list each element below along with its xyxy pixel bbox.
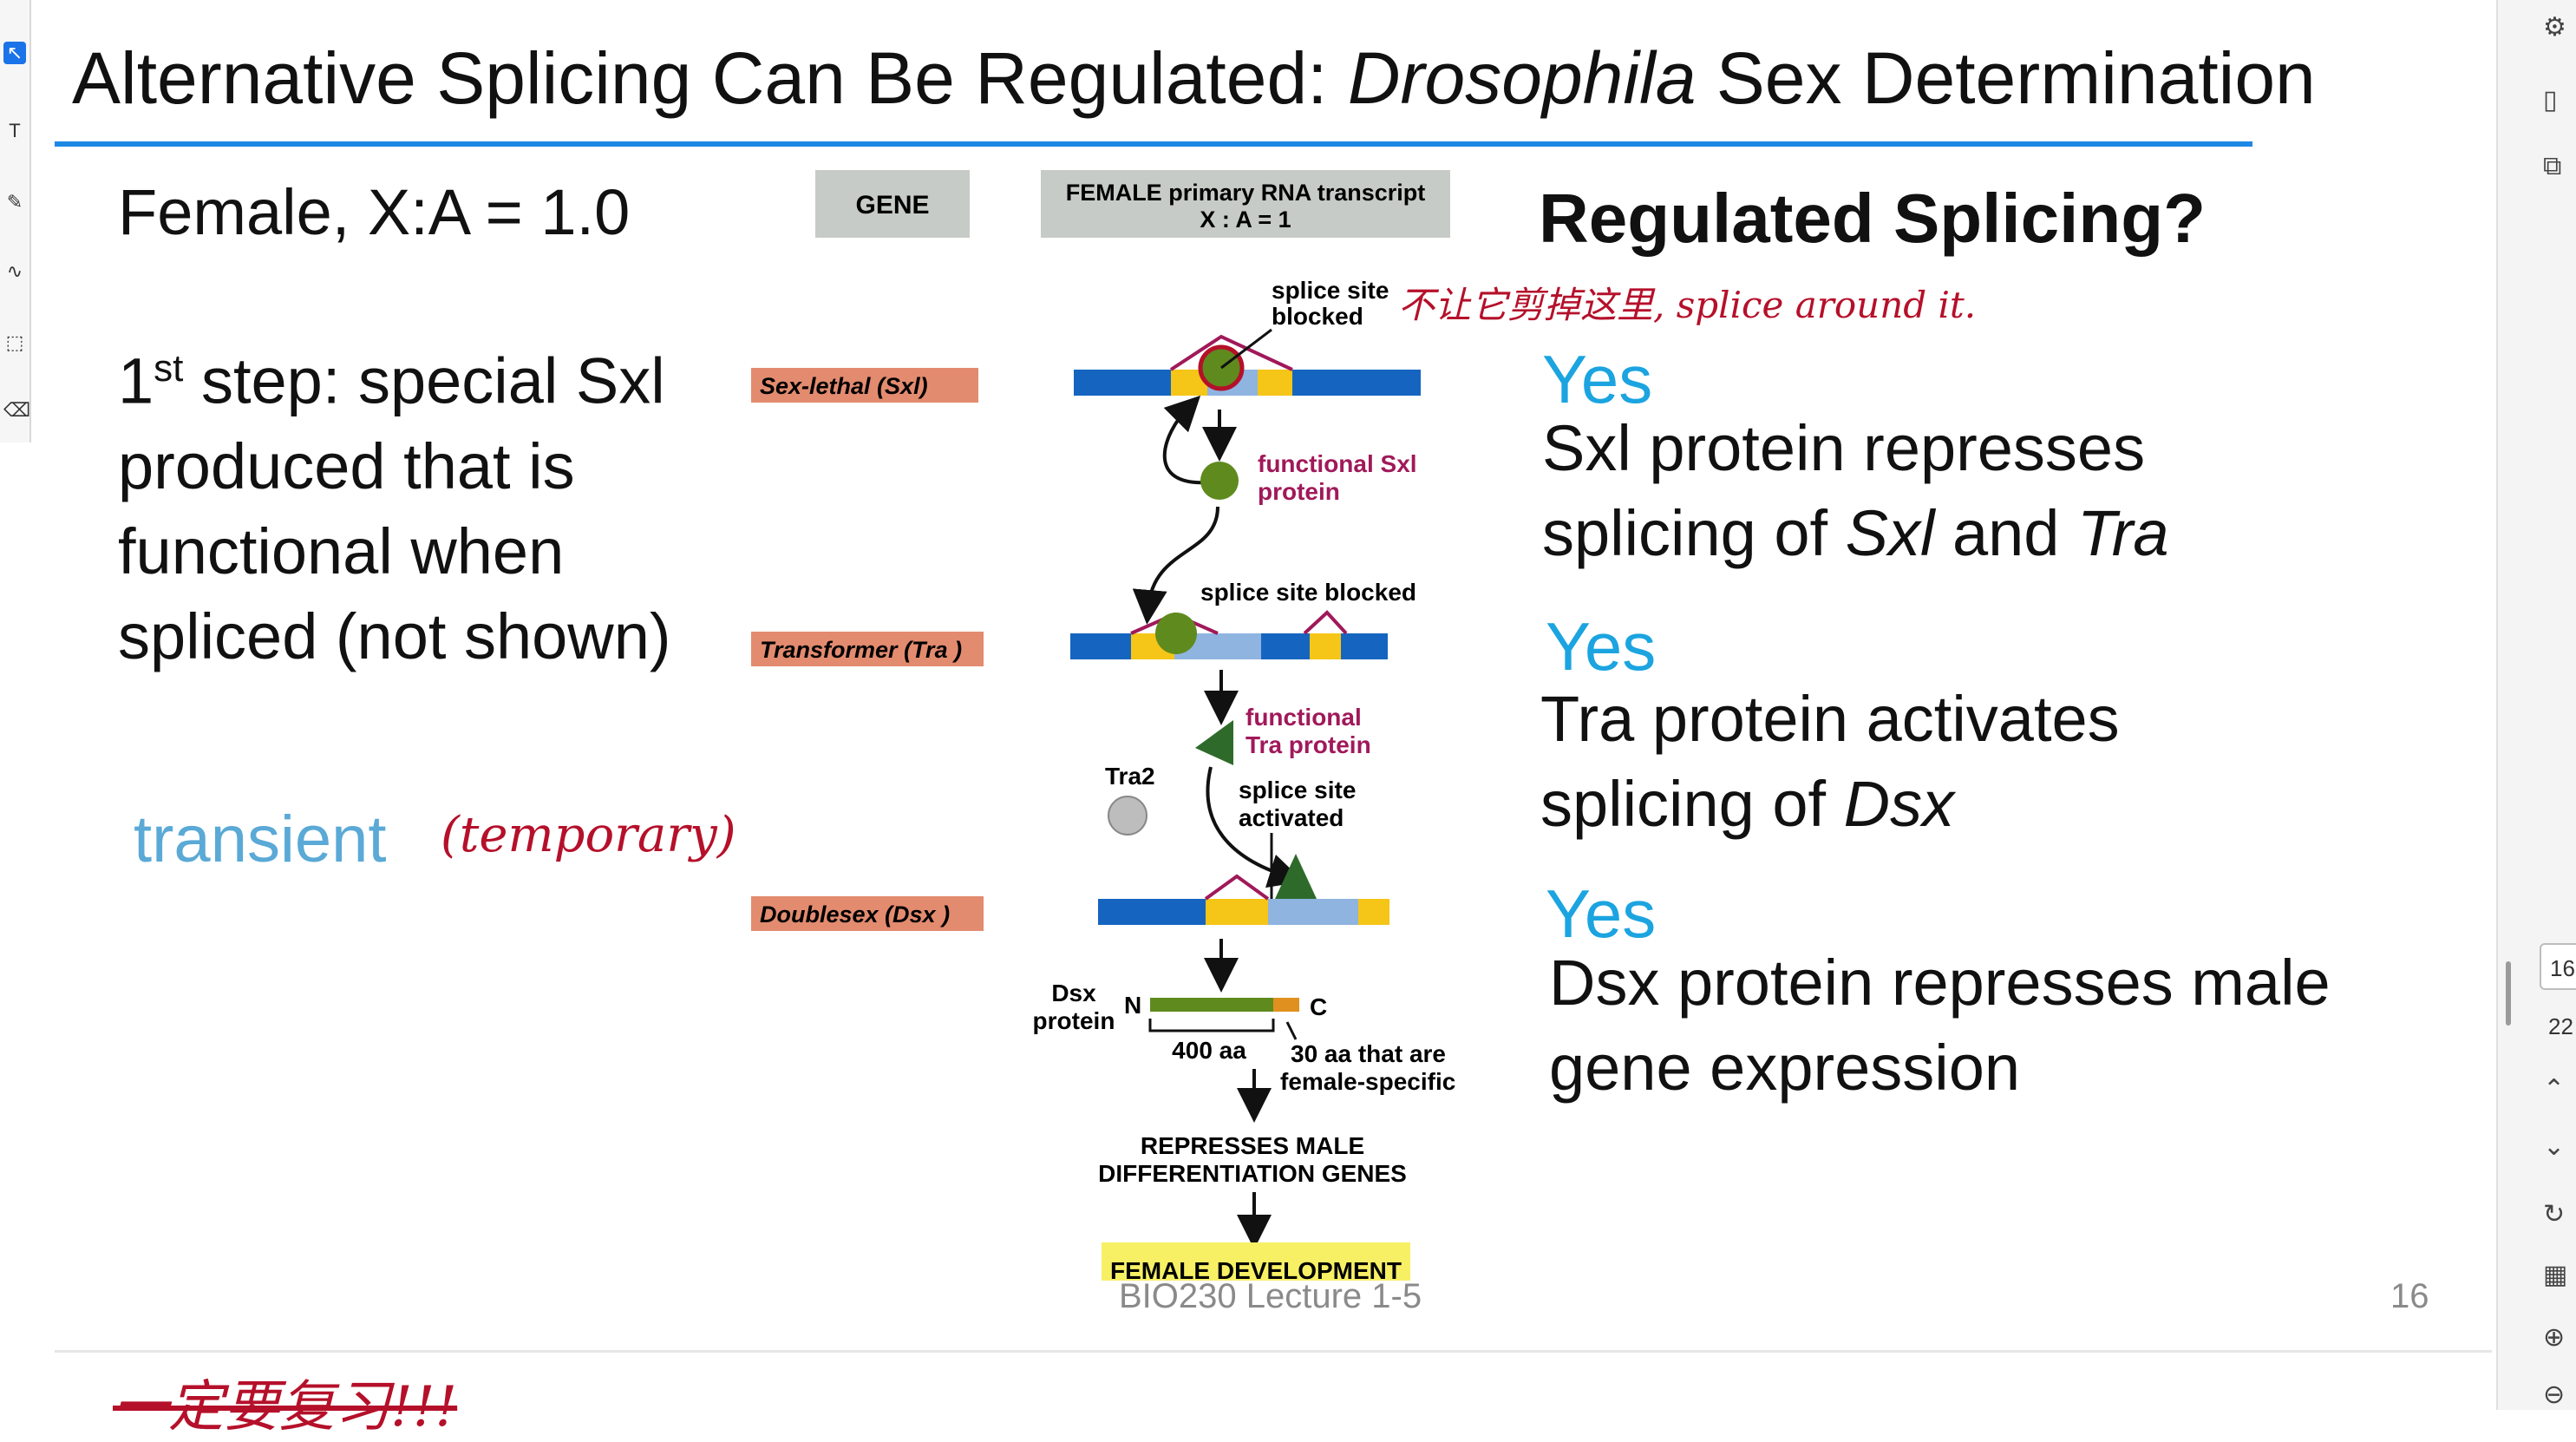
dsx-protein-female-region	[1273, 998, 1299, 1012]
handwritten-splice-note: 不让它剪掉这里, splice around it.	[1398, 276, 1976, 329]
sxl-represses-line2: splicing of Sxl and Tra	[1542, 491, 2169, 576]
copy-icon[interactable]: ⧉	[2543, 151, 2574, 182]
transcript-header-line2: X : A = 1	[1200, 206, 1291, 233]
tra-transcript	[1070, 613, 1388, 659]
yes-2: Yes	[1546, 607, 1656, 686]
tra-protein-icon	[1195, 720, 1233, 765]
n-terminus-label: N	[1124, 992, 1141, 1019]
chevron-down-icon[interactable]: ⌄	[2543, 1131, 2574, 1163]
sxl-gene-label: Sex-lethal (Sxl)	[760, 373, 928, 399]
represses-label-1: REPRESSES MALE	[1141, 1132, 1364, 1159]
gene-header-text: GENE	[855, 191, 929, 220]
page-number-input[interactable]: 16	[2540, 943, 2576, 990]
transcript-header-line1: FEMALE primary RNA transcript	[1066, 180, 1426, 206]
chevron-up-icon[interactable]: ⌃	[2543, 1074, 2574, 1105]
splice-activated-label-1: splice site	[1239, 777, 1356, 803]
splice-blocked-label-1a: splice site	[1272, 277, 1389, 304]
splice-blocked-label-2: splice site blocked	[1200, 579, 1416, 606]
rotate-icon[interactable]: ↻	[2543, 1199, 2574, 1230]
tra-activates-line1: Tra protein activates	[1540, 677, 2120, 762]
splicing-cascade-figure: GENE FEMALE primary RNA transcript X : A…	[737, 156, 1500, 1293]
dsx-protein-label-2: protein	[1033, 1007, 1115, 1034]
scrollbar-thumb[interactable]	[2506, 961, 2511, 1026]
slide-footer: BIO230 Lecture 1-5	[1119, 1277, 1422, 1316]
annotation-toolbar: ↖ T ✎ ∿ ⬚ ⌫	[0, 0, 31, 442]
splice-activated-label-2: activated	[1239, 804, 1344, 831]
dsx-represses-line2: gene expression	[1549, 1026, 2020, 1111]
dsx-gene-label: Doublesex (Dsx )	[760, 901, 950, 927]
tra2-label: Tra2	[1105, 763, 1155, 790]
aa400-label: 400 aa	[1172, 1037, 1246, 1064]
tra2-protein-icon	[1108, 796, 1147, 835]
functional-sxl-label-2: protein	[1258, 478, 1340, 505]
aa30-label-2: female-specific	[1280, 1068, 1455, 1095]
bookmark-icon[interactable]: ▯	[2543, 85, 2574, 116]
pen-tool-icon[interactable]: ✎	[3, 191, 26, 213]
select-tool-icon[interactable]: ↖	[3, 42, 26, 64]
tra-gene-label: Transformer (Tra )	[760, 637, 962, 663]
regulated-splicing-heading: Regulated Splicing?	[1539, 179, 2206, 259]
fit-page-icon[interactable]: ▦	[2543, 1260, 2574, 1291]
text-tool-icon[interactable]: T	[3, 120, 26, 142]
sxl-protein-icon	[1200, 462, 1239, 500]
first-step-text: 1st step: special Sxl produced that is f…	[118, 326, 725, 679]
functional-sxl-label-1: functional Sxl	[1258, 450, 1417, 477]
dsx-represses-line1: Dsx protein represses male	[1549, 941, 2331, 1026]
female-xa-label: Female, X:A = 1.0	[118, 170, 630, 255]
zoom-out-icon[interactable]: ⊖	[2543, 1380, 2574, 1411]
area-select-icon[interactable]: ⬚	[3, 331, 26, 354]
aa30-label-1: 30 aa that are	[1291, 1040, 1446, 1067]
sxl-transcript	[1074, 330, 1421, 396]
title-underline	[55, 141, 2252, 147]
slide-title: Alternative Splicing Can Be Regulated: D…	[72, 36, 2316, 121]
lasso-tool-icon[interactable]: ∿	[3, 260, 26, 283]
zoom-in-icon[interactable]: ⊕	[2543, 1322, 2574, 1354]
dsx-transcript	[1098, 833, 1389, 925]
sxl-represses-line1: Sxl protein represses	[1542, 406, 2145, 491]
dsx-protein-common-region	[1150, 998, 1273, 1012]
represses-label-2: DIFFERENTIATION GENES	[1098, 1160, 1407, 1187]
eraser-tool-icon[interactable]: ⌫	[3, 399, 26, 422]
splice-blocked-label-1b: blocked	[1272, 303, 1363, 330]
functional-tra-label-1: functional	[1246, 704, 1362, 731]
c-terminus-label: C	[1310, 993, 1327, 1020]
dsx-protein-label-1: Dsx	[1051, 980, 1096, 1006]
functional-tra-label-2: Tra protein	[1246, 731, 1371, 758]
handwritten-review-note: 一定要复习!!!	[113, 1362, 457, 1442]
page-total: 22	[2548, 1013, 2573, 1040]
transient-label: transient	[134, 802, 387, 877]
page-divider	[55, 1350, 2492, 1353]
slide-number: 16	[2390, 1277, 2429, 1316]
settings-icon[interactable]: ⚙	[2543, 12, 2574, 43]
handwritten-temporary-note: (temporary)	[441, 807, 736, 863]
tra-activates-line2: splicing of Dsx	[1540, 762, 1954, 847]
